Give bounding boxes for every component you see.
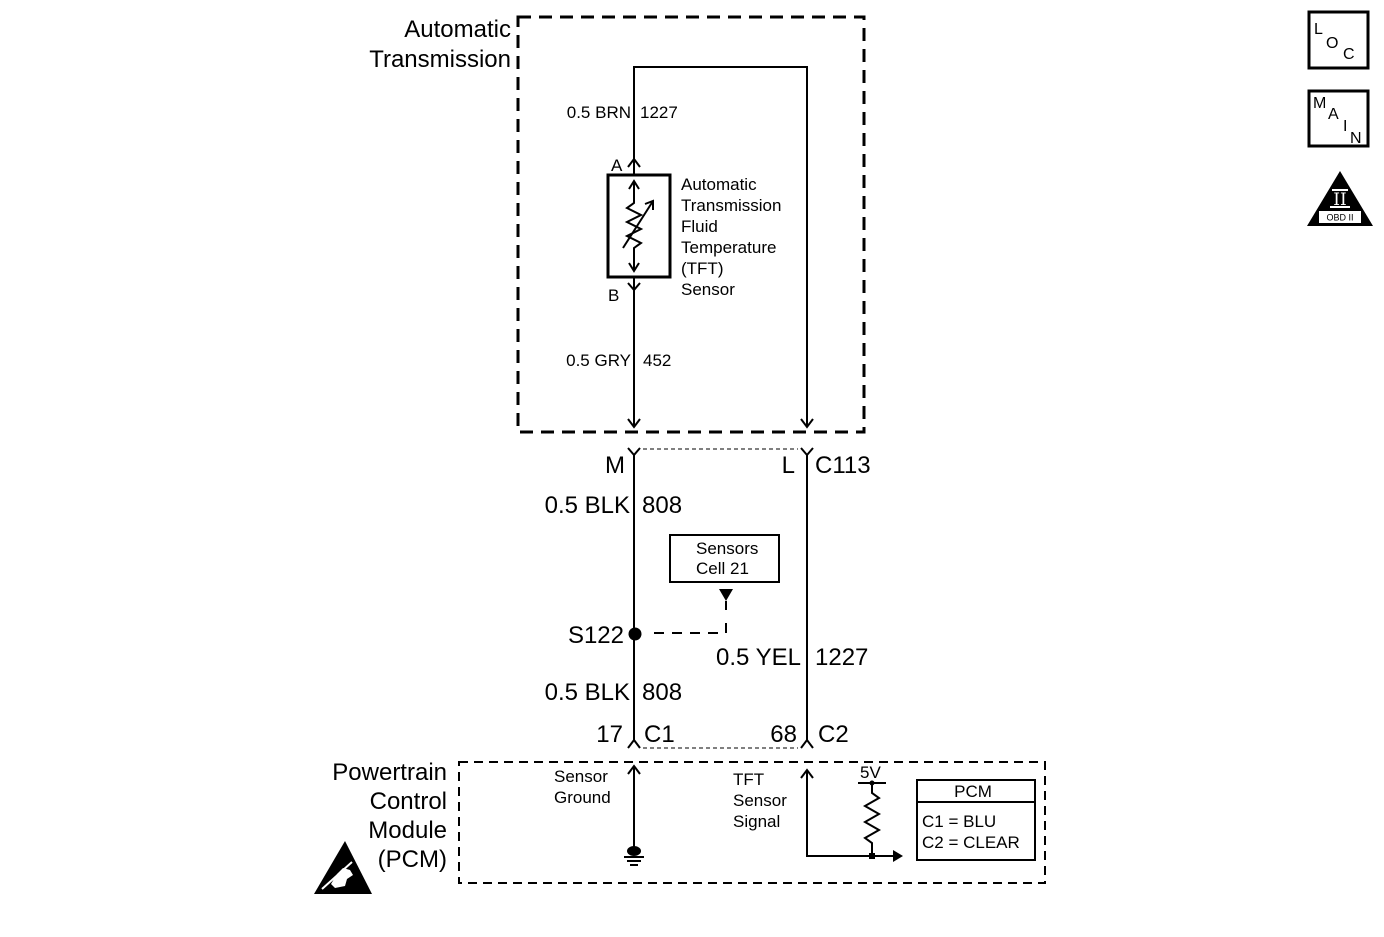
cell-reference-line-1[interactable]: Sensors bbox=[696, 539, 758, 558]
pin-a-label: A bbox=[611, 156, 623, 175]
c113-pin-m: M bbox=[605, 452, 625, 479]
ground-icon bbox=[624, 846, 644, 866]
legend-box bbox=[916, 779, 1036, 861]
c1-connector-name: C1 bbox=[644, 721, 675, 748]
pcm-section: Powertrain Control Module (PCM) Sensor G… bbox=[314, 759, 1046, 894]
splice-label: S122 bbox=[568, 622, 624, 649]
legend-row-c2: C2 = CLEAR bbox=[922, 833, 1020, 852]
pcm-label-line-4: (PCM) bbox=[378, 846, 447, 873]
pin-b-connector bbox=[627, 282, 641, 292]
sensors-cell-21-reference[interactable]: Sensors Cell 21 bbox=[669, 534, 780, 583]
c113-name: C113 bbox=[815, 452, 871, 479]
main-letter-1[interactable]: M bbox=[1313, 95, 1326, 112]
c113-terminal-l-upper bbox=[800, 418, 814, 429]
wire-brn-label: 0.5 BRN bbox=[567, 103, 631, 122]
wire-brn-circuit-number: 1227 bbox=[640, 103, 678, 122]
pcm-label-line-1: Powertrain bbox=[332, 759, 447, 786]
obd-numeral[interactable]: II bbox=[1333, 190, 1346, 210]
loc-button-frame[interactable] bbox=[1307, 10, 1370, 70]
pcm-boundary bbox=[458, 761, 1046, 884]
wire-gry-label: 0.5 GRY bbox=[566, 351, 631, 370]
tft-sensor-name-line-4: Temperature bbox=[681, 238, 776, 257]
cell-reference-box[interactable] bbox=[669, 534, 780, 583]
main-icon[interactable]: M A I N bbox=[1307, 89, 1370, 148]
legend-row-c1: C1 = BLU bbox=[922, 812, 996, 831]
wire-blk-upper-label: 0.5 BLK bbox=[545, 492, 630, 519]
sensor-arrow-down bbox=[628, 262, 640, 273]
sensor-element bbox=[624, 181, 644, 271]
wire-blk-upper-circuit-number: 808 bbox=[642, 492, 682, 519]
ground-node bbox=[627, 846, 641, 856]
c113-pin-l: L bbox=[782, 452, 795, 479]
pullup-junction bbox=[869, 853, 875, 859]
pcm-label-line-3: Module bbox=[368, 817, 447, 844]
obd-ii-icon[interactable]: II OBD II bbox=[1307, 171, 1373, 226]
transmission-label-line-2: Transmission bbox=[369, 46, 511, 73]
splice-reference-line bbox=[648, 623, 727, 634]
wire-gry-circuit-number: 452 bbox=[643, 351, 671, 370]
tft-signal-label-line-1: TFT bbox=[733, 770, 764, 789]
tft-sensor-name-line-2: Transmission bbox=[681, 196, 781, 215]
c113-terminal-l-lower bbox=[800, 447, 814, 457]
c113-terminal-m-upper bbox=[627, 418, 641, 429]
sensor-variable-arrowhead bbox=[644, 199, 654, 210]
esd-sensitive-icon bbox=[314, 841, 372, 894]
esd-slash bbox=[321, 861, 353, 890]
c2-pin-number: 68 bbox=[770, 721, 797, 748]
legend-title: PCM bbox=[954, 782, 992, 801]
tft-sensor-name-line-6: Sensor bbox=[681, 280, 735, 299]
obd-label[interactable]: OBD II bbox=[1326, 213, 1353, 223]
cell-reference-pointer bbox=[719, 589, 733, 601]
main-letter-2[interactable]: A bbox=[1328, 106, 1339, 123]
cell-reference-line-2[interactable]: Cell 21 bbox=[696, 559, 749, 578]
tft-sensor-name-line-3: Fluid bbox=[681, 217, 718, 236]
c1-terminal bbox=[627, 738, 641, 749]
resistor-icon bbox=[862, 783, 882, 856]
main-letter-3[interactable]: I bbox=[1343, 118, 1347, 135]
harness: 0.5 BLK 808 Sensors Cell 21 S122 0.5 YEL… bbox=[545, 455, 868, 749]
tft-signal-label-line-3: Signal bbox=[733, 812, 780, 831]
obd-label-plate[interactable] bbox=[1319, 211, 1361, 223]
transmission-label-line-1: Automatic bbox=[404, 16, 511, 43]
sensor-ground-label-line-1: Sensor bbox=[554, 767, 608, 786]
connector-c113: M L C113 bbox=[605, 447, 871, 479]
transmission-boundary bbox=[516, 15, 866, 434]
pin-b-label: B bbox=[608, 286, 619, 305]
splice-dot-icon bbox=[628, 627, 642, 641]
wire-blk-lower-circuit-number: 808 bbox=[642, 679, 682, 706]
loc-letter-3[interactable]: C bbox=[1343, 46, 1355, 63]
wire-brn-1227 bbox=[633, 66, 808, 427]
pcm-connector-legend: PCM C1 = BLU C2 = CLEAR bbox=[916, 779, 1036, 861]
sensor-ground-label-line-2: Ground bbox=[554, 788, 611, 807]
c1-pin-number: 17 bbox=[596, 721, 623, 748]
pcm-label-line-2: Control bbox=[370, 788, 447, 815]
tft-signal-label-line-2: Sensor bbox=[733, 791, 787, 810]
loc-letter-1[interactable]: L bbox=[1314, 21, 1323, 38]
signal-circuit bbox=[806, 770, 894, 857]
c2-terminal bbox=[800, 738, 814, 749]
variable-resistor-icon bbox=[606, 173, 672, 279]
esd-triangle bbox=[314, 841, 372, 894]
tft-sensor-name-line-5: (TFT) bbox=[681, 259, 723, 278]
wire-blk-lower-label: 0.5 BLK bbox=[545, 679, 630, 706]
tft-sensor-body bbox=[606, 173, 672, 279]
pullup-voltage-label: 5V bbox=[860, 763, 881, 782]
tft-sensor-name-line-1: Automatic bbox=[681, 175, 757, 194]
loc-letter-2[interactable]: O bbox=[1326, 35, 1338, 52]
main-letter-4[interactable]: N bbox=[1350, 130, 1362, 147]
signal-arrowhead bbox=[893, 850, 903, 862]
loc-icon[interactable]: L O C bbox=[1307, 10, 1370, 70]
sensor-variable-arrow bbox=[622, 200, 654, 249]
wire-yel-circuit-number: 1227 bbox=[815, 644, 868, 671]
sensor-arrow-up bbox=[628, 179, 640, 190]
esd-hand bbox=[331, 868, 353, 888]
automatic-transmission-section: Automatic Transmission 0.5 BRN 1227 A Au… bbox=[369, 15, 866, 434]
c2-connector-name: C2 bbox=[818, 721, 849, 748]
c113-terminal-m-lower bbox=[627, 447, 641, 457]
main-button-frame[interactable] bbox=[1307, 89, 1370, 148]
wire-yel-label: 0.5 YEL bbox=[716, 644, 801, 671]
